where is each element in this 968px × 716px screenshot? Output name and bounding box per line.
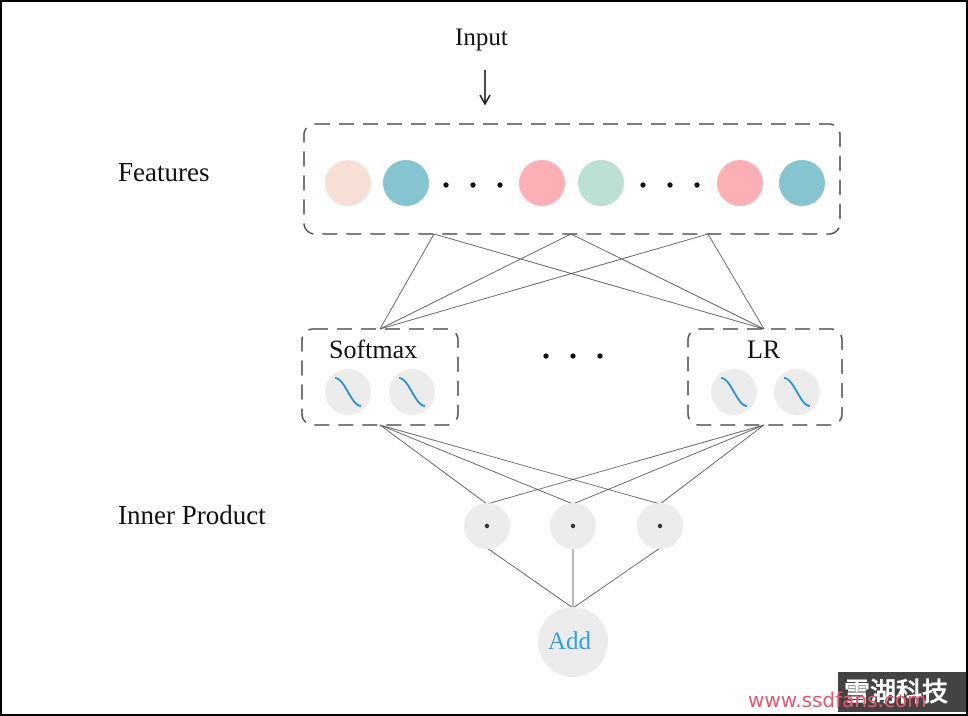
ellipsis-icon (443, 182, 503, 188)
ellipsis-icon (543, 353, 603, 359)
feature-node (779, 160, 825, 206)
input-label: Input (455, 24, 508, 51)
ellipsis-icon (640, 182, 700, 188)
dot-product-icon (570, 523, 576, 529)
product-connections (379, 424, 765, 505)
features-box (303, 123, 841, 235)
sigmoid-curve-icon (398, 377, 426, 407)
sigmoid-curve-icon (334, 377, 362, 407)
feature-node (578, 160, 624, 206)
dot-product-icon (484, 523, 490, 529)
feature-node (717, 160, 763, 206)
feature-connections (379, 233, 765, 330)
sigmoid-curve-icon (783, 377, 811, 407)
feature-node (325, 160, 371, 206)
add-label: Add (548, 628, 592, 655)
features-label: Features (118, 157, 210, 187)
watermark-brand: 雪湖科技 (844, 678, 949, 708)
features-group (303, 123, 841, 235)
lr-label: LR (747, 335, 781, 364)
watermark-url: www.ssdfans.com (748, 688, 927, 712)
down-arrow-icon (479, 70, 491, 106)
softmax-label: Softmax (329, 335, 418, 364)
feature-node (383, 160, 429, 206)
inner-product-label: Inner Product (118, 500, 266, 530)
lr-group (687, 328, 843, 426)
watermark-logo-backdrop (838, 672, 966, 712)
sigmoid-curve-icon (720, 377, 748, 407)
inner-product-group (464, 503, 683, 549)
softmax-group (301, 328, 459, 426)
add-node (538, 607, 608, 677)
dot-product-icon (657, 523, 663, 529)
feature-node (519, 160, 565, 206)
add-connections (486, 547, 661, 609)
